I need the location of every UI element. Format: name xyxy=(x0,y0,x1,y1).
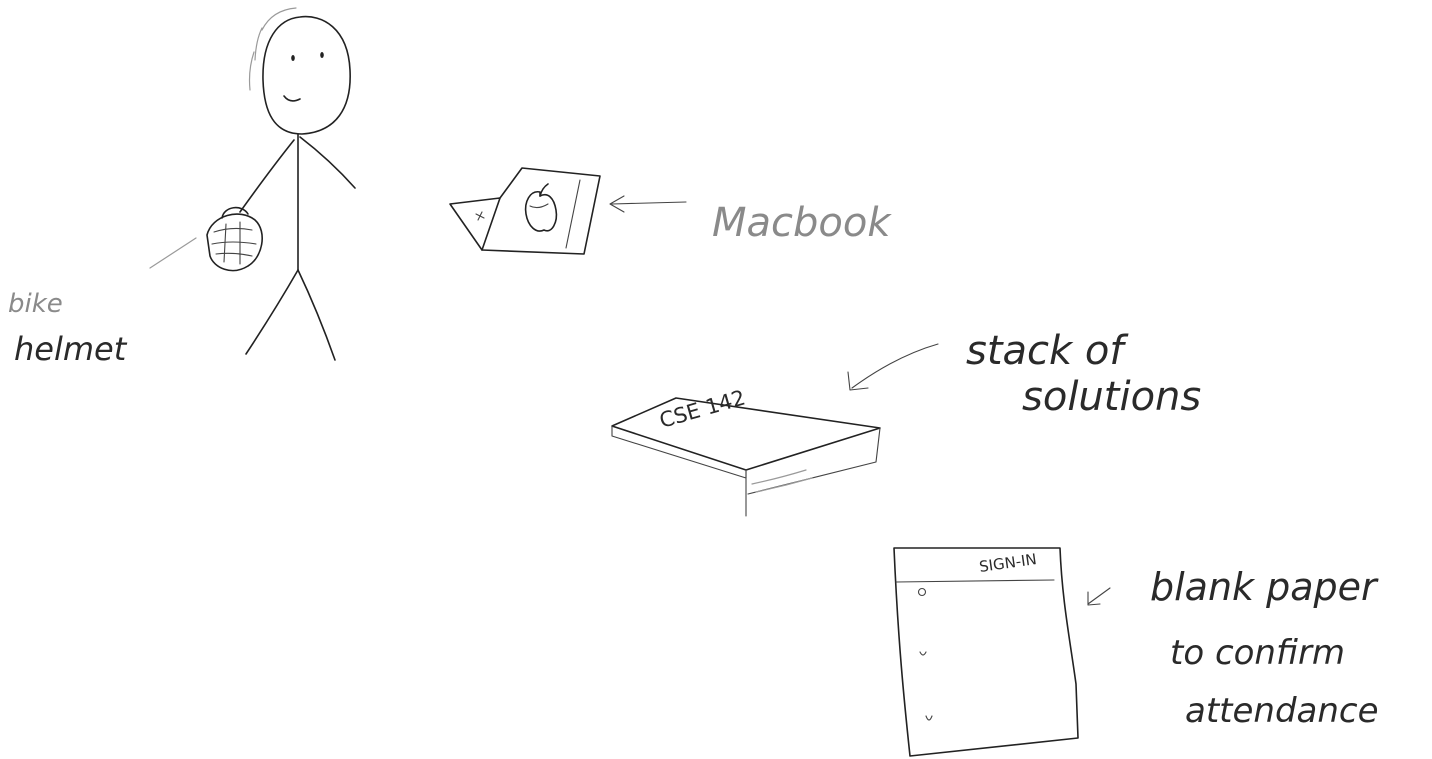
blank-paper-label-line3: attendance xyxy=(1185,691,1379,731)
laptop-base-mark xyxy=(476,212,484,220)
helmet-pointer-line xyxy=(150,238,196,268)
figure-right-eye xyxy=(320,52,324,58)
apple-logo-icon xyxy=(526,184,557,231)
bike-helmet-label-line1: bike xyxy=(8,289,63,319)
blank-paper-label-line1: blank paper xyxy=(1150,565,1379,609)
stack-left-side xyxy=(612,426,746,478)
stack-label-line2: solutions xyxy=(1022,374,1201,420)
stack-label-line1: stack of xyxy=(966,328,1129,374)
figure-right-leg xyxy=(298,270,335,360)
figure-head xyxy=(263,17,350,134)
sheet-hole-1 xyxy=(919,589,926,596)
sheet-header-line xyxy=(896,580,1054,582)
figure-left-eye xyxy=(291,55,295,61)
attendance-sheet: SIGN-IN xyxy=(894,548,1078,756)
laptop-base xyxy=(450,198,500,250)
helmet-vent-2 xyxy=(212,242,256,244)
helmet-vent-3 xyxy=(216,253,252,256)
blank-paper-arrow xyxy=(1088,588,1110,605)
solutions-stack: CSE 142 xyxy=(612,385,880,516)
macbook-arrow xyxy=(610,196,686,212)
blank-paper-label-line2: to confirm xyxy=(1170,633,1345,673)
figure-left-leg xyxy=(246,270,298,354)
sheet-outline xyxy=(894,548,1078,756)
macbook-label: Macbook xyxy=(712,200,892,246)
figure-left-arm xyxy=(240,140,294,212)
stack-page-lines xyxy=(752,470,812,492)
sheet-header-text: SIGN-IN xyxy=(978,550,1038,576)
helmet-vent-1 xyxy=(214,228,252,232)
stack-cover-text: CSE 142 xyxy=(657,385,748,432)
macbook-laptop xyxy=(450,168,600,254)
bike-helmet-label-line2: helmet xyxy=(14,330,128,368)
laptop-screen xyxy=(482,168,600,254)
stick-figure xyxy=(240,8,355,360)
stack-right-side xyxy=(746,428,880,516)
bike-helmet-icon xyxy=(207,208,262,271)
stack-arrow xyxy=(848,344,938,390)
sheet-hole-3 xyxy=(926,716,932,720)
figure-smile xyxy=(284,96,300,101)
sheet-hole-2 xyxy=(920,652,926,655)
figure-right-arm xyxy=(300,137,355,188)
laptop-screen-edge xyxy=(566,180,580,248)
